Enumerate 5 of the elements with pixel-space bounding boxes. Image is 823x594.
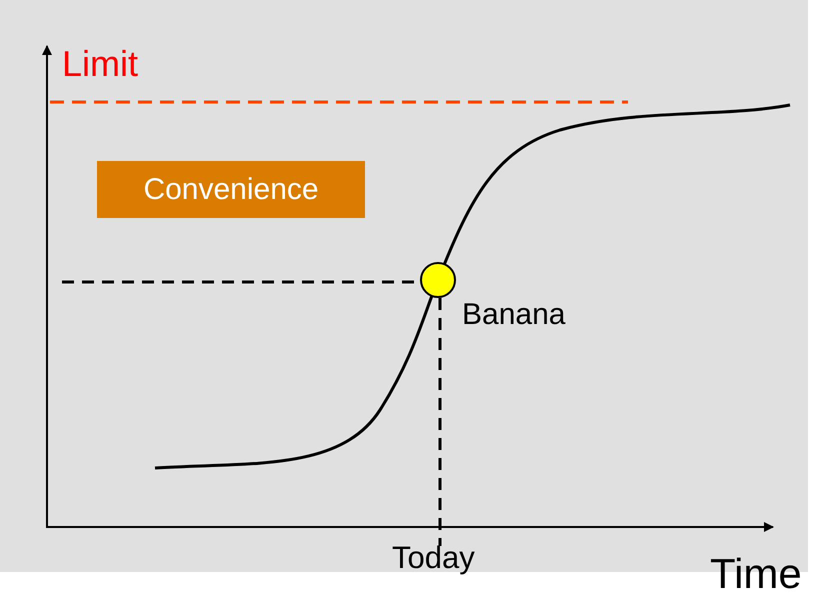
axis-limit-label: Limit [62, 46, 138, 82]
axis-tick-label: Today [392, 542, 475, 573]
point-label: Banana [462, 300, 566, 330]
axis-title: Time [710, 553, 802, 594]
category-box: Convenience [97, 161, 365, 218]
